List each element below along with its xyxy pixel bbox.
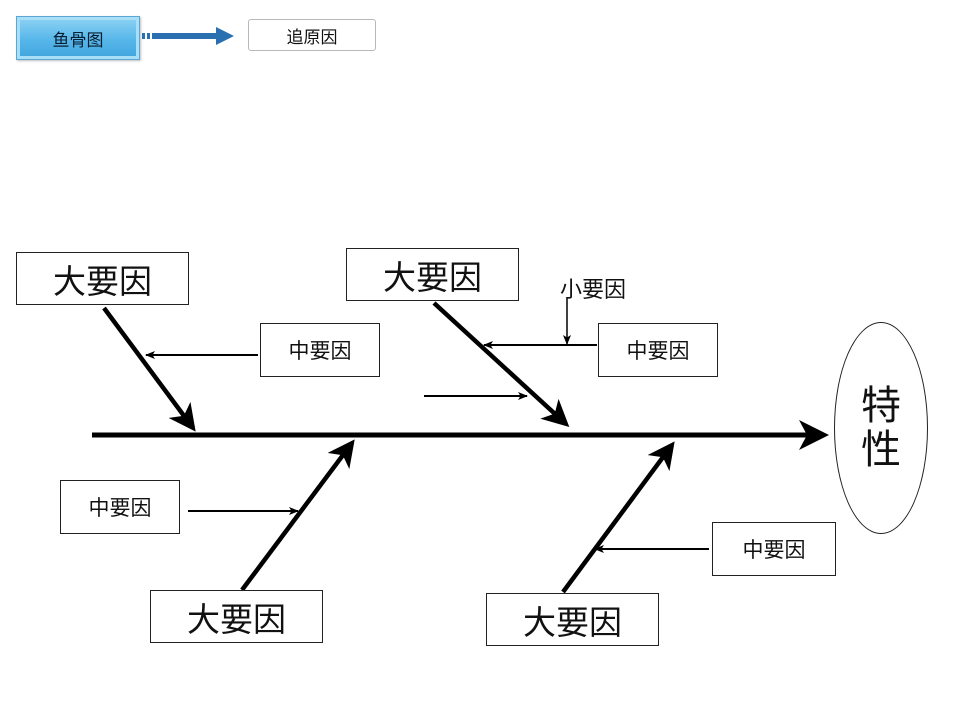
middle-cause-box-4: 中要因 bbox=[712, 522, 836, 576]
middle-cause-box-2: 中要因 bbox=[598, 323, 718, 377]
major-bone-4 bbox=[561, 441, 675, 594]
major-bone-3 bbox=[240, 439, 355, 592]
effect-ellipse: 特 性 bbox=[834, 322, 928, 534]
middle-cause-box-3: 中要因 bbox=[60, 480, 180, 534]
title-tag-fishbone: 鱼骨图 bbox=[16, 16, 140, 60]
minor-cause-label: 小要因 bbox=[560, 278, 627, 303]
middle-cause-box-1: 中要因 bbox=[260, 323, 380, 377]
title-tag-find-causes: 追原因 bbox=[248, 19, 376, 51]
major-bone-1 bbox=[102, 306, 196, 432]
header-arrow-icon bbox=[142, 27, 234, 45]
major-bone-2 bbox=[432, 301, 570, 428]
effect-char-2: 性 bbox=[861, 427, 901, 473]
major-cause-box-4: 大要因 bbox=[486, 593, 659, 646]
major-cause-box-2: 大要因 bbox=[346, 248, 519, 301]
major-cause-box-1: 大要因 bbox=[16, 252, 189, 305]
effect-char-1: 特 bbox=[861, 383, 901, 429]
major-cause-box-3: 大要因 bbox=[150, 590, 323, 643]
